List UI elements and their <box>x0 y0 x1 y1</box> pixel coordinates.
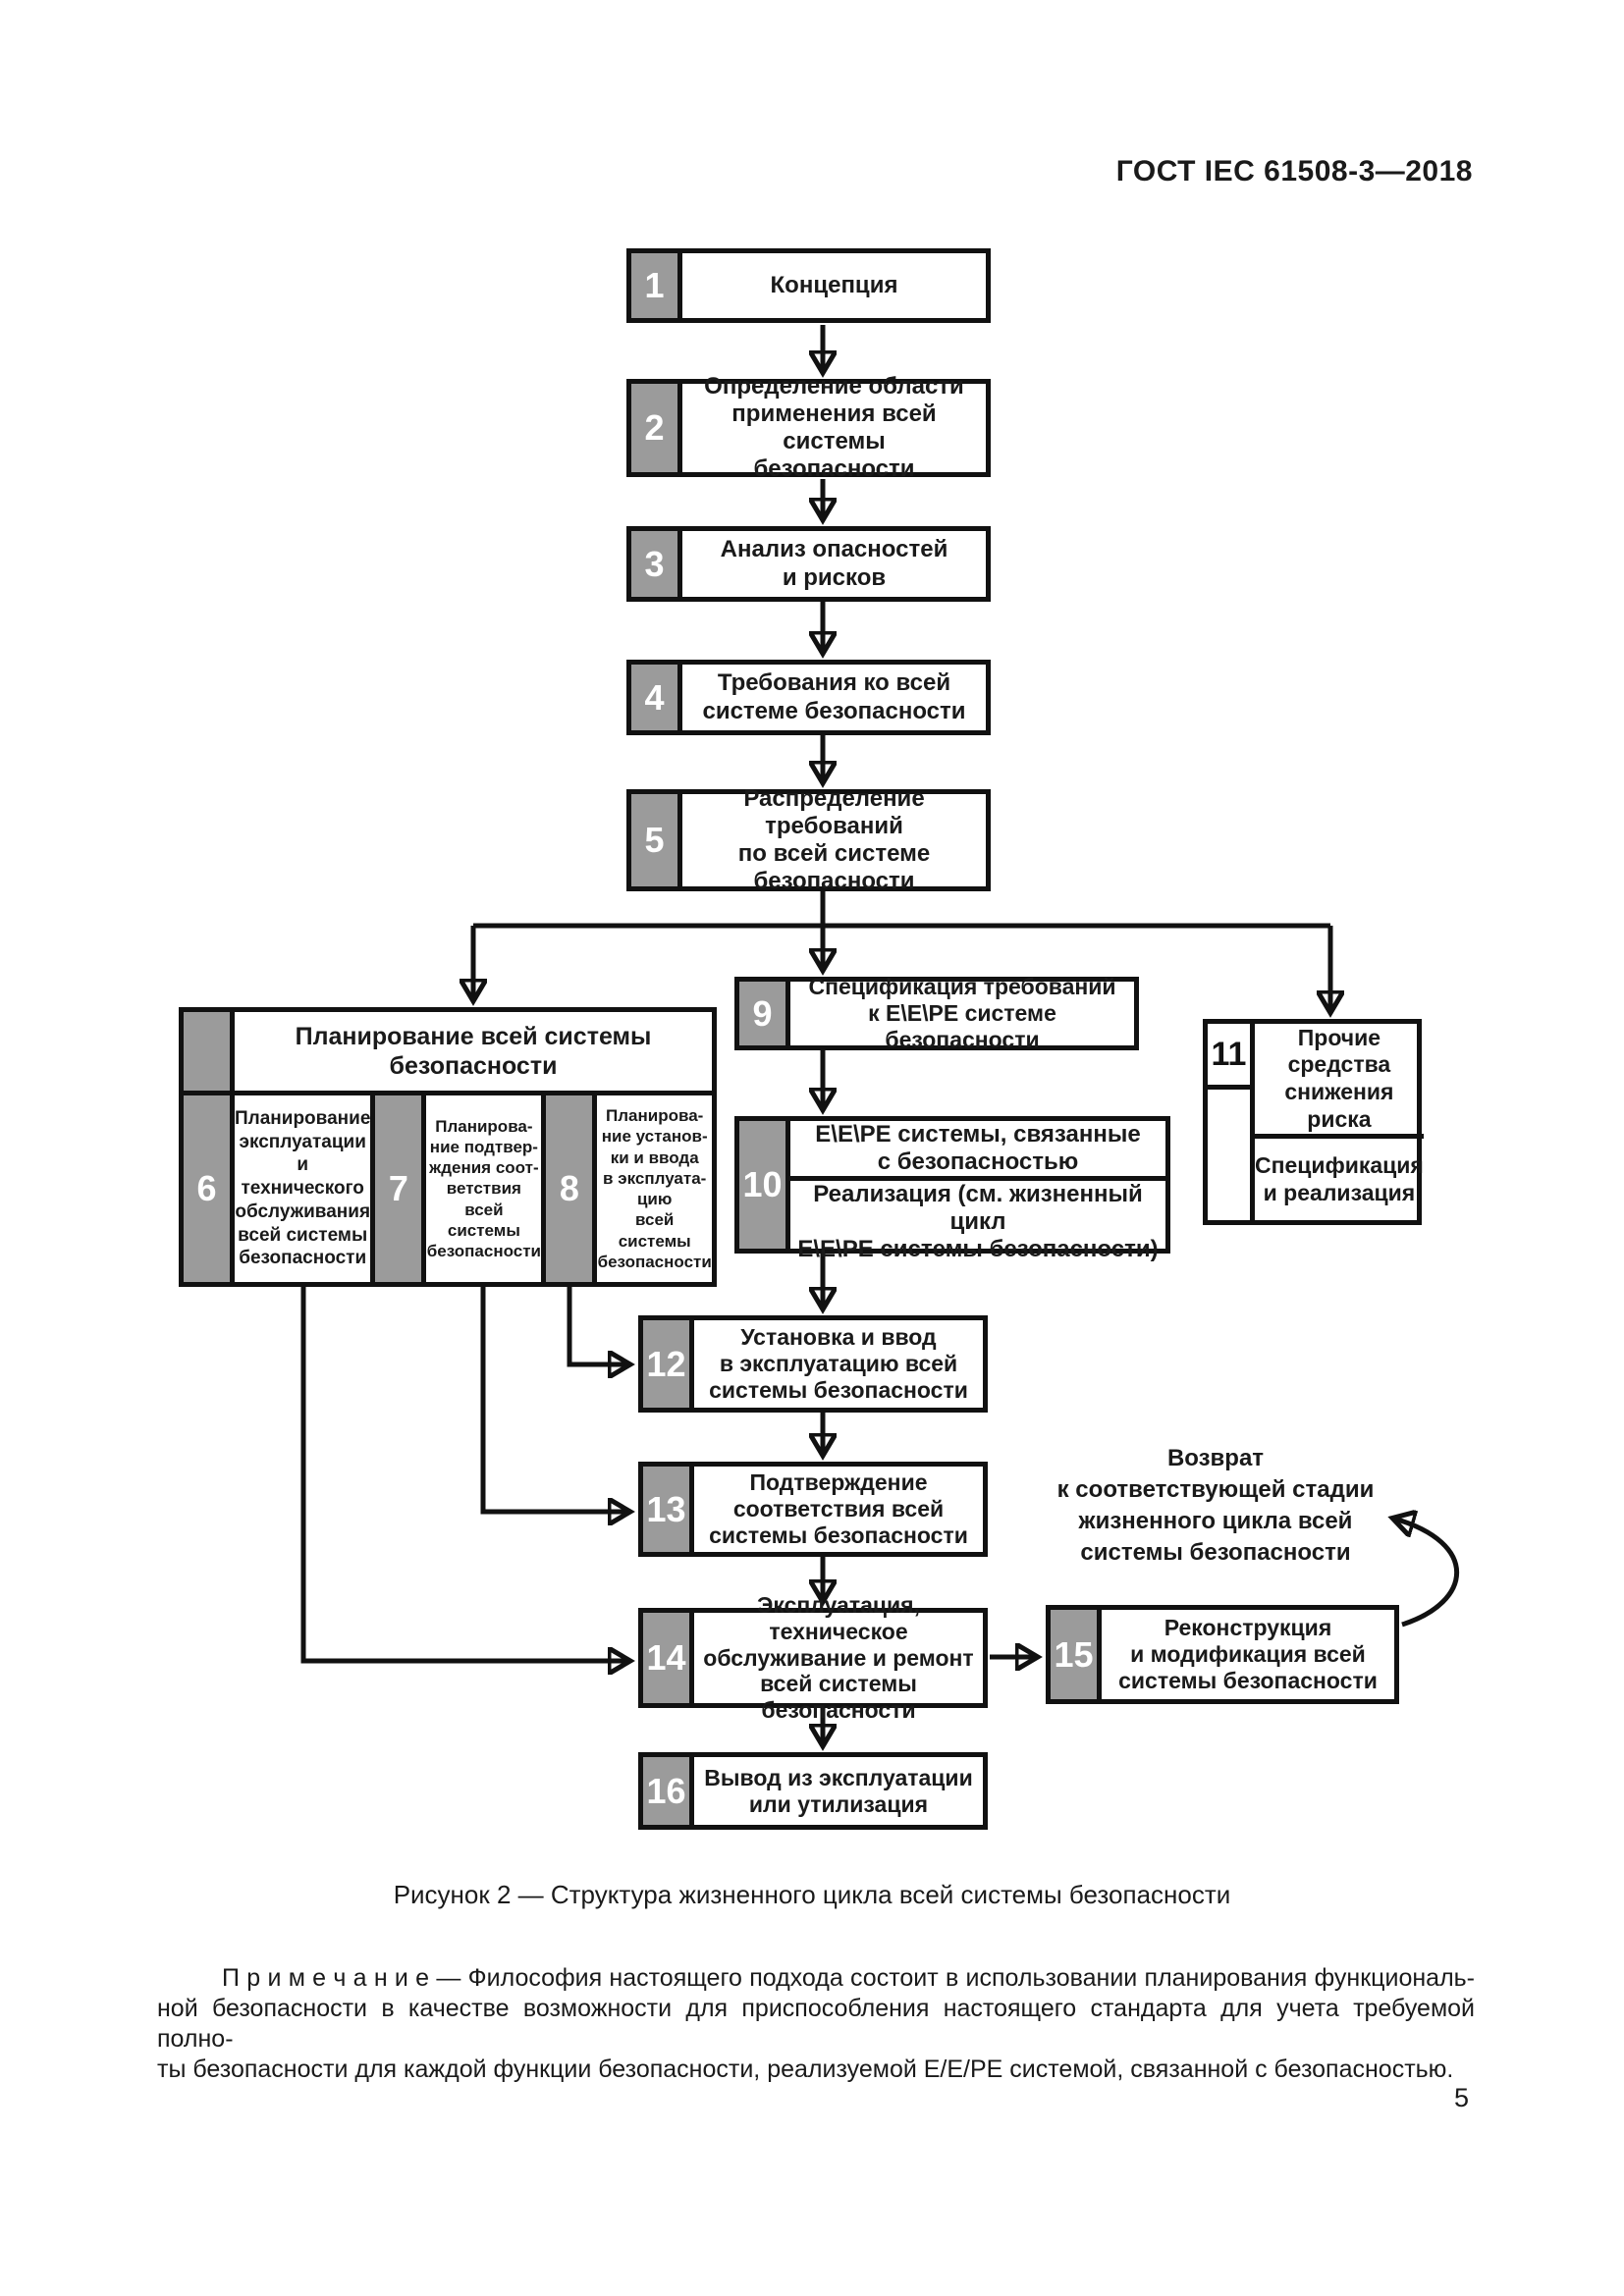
step-3-label: Анализ опасностей и рисков <box>720 536 948 591</box>
step-14-box: 14 Эксплуатация, техническое обслуживани… <box>638 1591 988 1724</box>
note-line: ной безопасности в качестве возможности … <box>157 1995 1475 2053</box>
figure-caption: Рисунок 2 — Структура жизненного цикла в… <box>393 1880 1231 1909</box>
note-line: ты безопасности для каждой функции безоп… <box>157 2056 1454 2083</box>
note-line: П р и м е ч а н и е — Философия настояще… <box>222 1964 1475 1992</box>
step-12-box: 12 Установка и ввод в эксплуатацию всей … <box>638 1315 988 1413</box>
step-11-number: 11 <box>1208 1024 1250 1090</box>
step-2-box: 2 Определение области применения всей си… <box>626 372 991 483</box>
planning-title: Планирование всей системы безопасности <box>295 1023 652 1080</box>
step-5-number: 5 <box>631 794 682 886</box>
step-13-number: 13 <box>643 1467 694 1552</box>
step-7-label: Планирова- ние подтвер- ждения соот- вет… <box>426 1095 547 1282</box>
step-13-label: Подтверждение соответствия всей системы … <box>709 1469 968 1548</box>
step-11-box: 11 Прочие средства снижения риска Специф… <box>1203 1019 1424 1225</box>
step-4-label: Требования ко всей системе безопасности <box>702 669 966 724</box>
return-annotation: Возврат к соответствующей стадии жизненн… <box>1056 1445 1375 1566</box>
step-5-label: Распределение требований по всей системе… <box>737 784 931 895</box>
step-16-label: Вывод из эксплуатации или утилизация <box>704 1764 973 1817</box>
step-14-label: Эксплуатация, техническое обслуживание и… <box>703 1591 974 1724</box>
step-3-number: 3 <box>631 531 682 597</box>
step-9-number: 9 <box>739 982 790 1045</box>
step-9-label: Спецификация требований к Е\Е\РЕ системе… <box>808 974 1116 1052</box>
step-15-number: 15 <box>1051 1610 1102 1699</box>
step-16-box: 16 Вывод из эксплуатации или утилизация <box>638 1752 988 1830</box>
step-4-number: 4 <box>631 665 682 730</box>
step-12-label: Установка и ввод в эксплуатацию всей сис… <box>709 1324 968 1403</box>
step-2-label: Определение области применения всей сист… <box>704 372 964 483</box>
step-10-number: 10 <box>739 1121 790 1249</box>
planning-header: Планирование всей системы безопасности <box>184 1012 712 1095</box>
step-10-row2: Реализация (см. жизненный цикл Е\Е\РЕ си… <box>797 1181 1159 1263</box>
step-4-box: 4 Требования ко всей системе безопасност… <box>626 660 991 735</box>
page-number: 5 <box>1453 2083 1469 2112</box>
standard-code: ГОСТ IEC 61508-3—2018 <box>1115 155 1473 187</box>
planning-box: Планирование всей системы безопасности 6… <box>179 1007 717 1287</box>
step-11-top-label: Прочие средства снижения риска <box>1255 1024 1424 1139</box>
step-3-box: 3 Анализ опасностей и рисков <box>626 526 991 602</box>
step-10-row1: Е\Е\РЕ системы, связанные с безопасность… <box>790 1121 1165 1182</box>
step-8-label: Планирова- ние установ- ки и ввода в экс… <box>597 1106 712 1271</box>
step-6-label: Планирование эксплуатации и технического… <box>235 1095 376 1282</box>
step-13-box: 13 Подтверждение соответствия всей систе… <box>638 1462 988 1557</box>
step-9-box: 9 Спецификация требований к Е\Е\РЕ систе… <box>734 974 1139 1052</box>
step-11-right-column: Прочие средства снижения риска Специфика… <box>1255 1024 1424 1220</box>
planning-corner-cell <box>184 1012 235 1091</box>
step-11-bottom-label: Спецификация и реализация <box>1255 1151 1424 1205</box>
planning-body: 6 Планирование эксплуатации и техническо… <box>184 1095 712 1282</box>
step-11-blank-cell <box>1208 1090 1250 1220</box>
step-12-number: 12 <box>643 1320 694 1408</box>
step-1-box: 1 Концепция <box>626 248 991 323</box>
step-6-number: 6 <box>184 1095 235 1282</box>
step-1-label: Концепция <box>770 271 898 298</box>
step-7-number: 7 <box>375 1095 427 1282</box>
step-1-number: 1 <box>631 253 682 318</box>
note-paragraph: П р и м е ч а н и е — Философия настояще… <box>157 1963 1475 2085</box>
step-16-number: 16 <box>643 1757 694 1825</box>
step-2-number: 2 <box>631 384 682 472</box>
step-14-number: 14 <box>643 1613 694 1703</box>
step-10-box: 10 Е\Е\РЕ системы, связанные с безопасно… <box>734 1116 1170 1262</box>
step-5-box: 5 Распределение требований по всей систе… <box>626 784 991 895</box>
step-8-number: 8 <box>546 1095 598 1282</box>
step-10-rows: Е\Е\РЕ системы, связанные с безопасность… <box>790 1121 1165 1262</box>
step-11-left-column: 11 <box>1208 1024 1255 1220</box>
step-15-label: Реконструкция и модификация всей системы… <box>1118 1615 1378 1693</box>
step-15-box: 15 Реконструкция и модификация всей сист… <box>1046 1605 1399 1704</box>
